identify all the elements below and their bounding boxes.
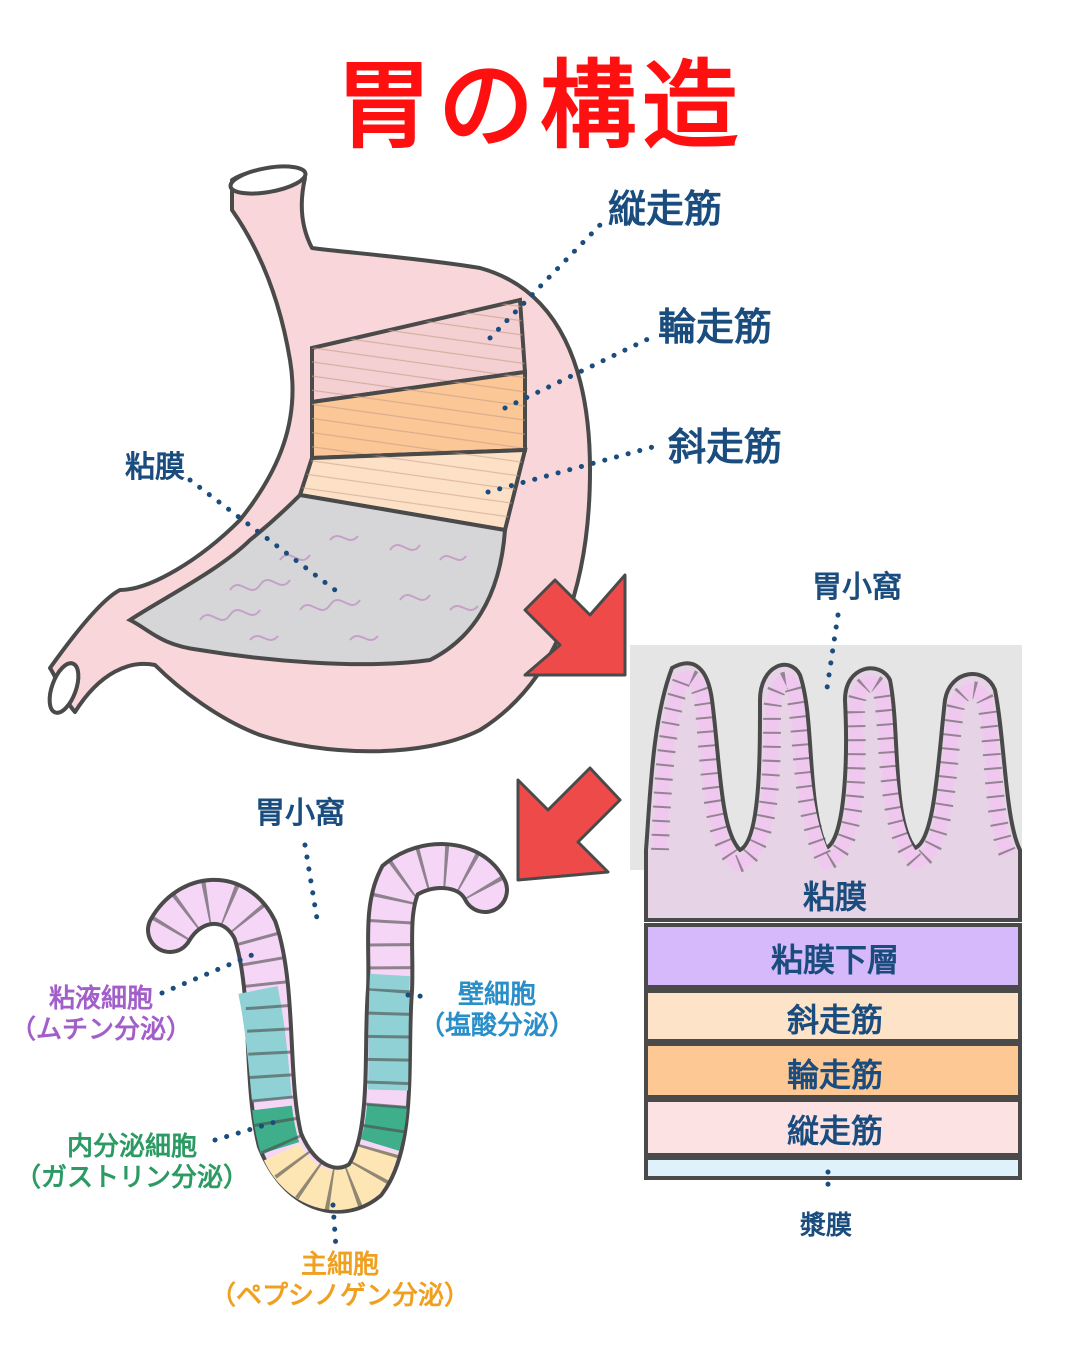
wall-cross-section [630, 612, 1022, 1198]
chief-cell-note: （ペプシノゲン分泌） [209, 1281, 470, 1312]
circular-muscle-layer [644, 1042, 1022, 1099]
endocrine-cell-name: 内分泌細胞 [66, 1132, 197, 1162]
arrow-to-pit-detail [516, 766, 622, 882]
parietal-cell-name: 壁細胞 [457, 980, 536, 1010]
duodenum-opening [47, 661, 81, 715]
mucous-cell-name: 粘液細胞 [48, 984, 153, 1014]
label-gastric-pit-detail: 胃小窩 [255, 796, 345, 831]
label-layer-submucosa: 粘膜下層 [770, 941, 899, 979]
serosa-layer [644, 1156, 1022, 1180]
mucosa-inner-area [126, 492, 508, 667]
chief-cell-name: 主細胞 [300, 1250, 379, 1280]
stomach-illustration [47, 164, 663, 754]
parietal-cell-segment [238, 986, 292, 1102]
label-gastric-pit-cross-section: 胃小窩 [812, 570, 902, 605]
label-parietal-cell: 壁細胞 （塩酸分泌） [412, 980, 582, 1042]
mucous-cell-note: （ムチン分泌） [9, 1015, 192, 1046]
endocrine-cell-segment [252, 1105, 300, 1154]
endocrine-cell-note: （ガストリン分泌） [14, 1163, 249, 1194]
label-layer-circular: 輪走筋 [786, 1056, 883, 1094]
label-layer-oblique: 斜走筋 [786, 1001, 883, 1039]
oblique-muscle-layer [644, 989, 1022, 1043]
label-layer-longitudinal: 縦走筋 [786, 1112, 883, 1150]
submucosa-layer [644, 923, 1022, 989]
label-serosa: 漿膜 [800, 1211, 853, 1241]
chief-cell-segment [263, 1142, 398, 1211]
parietal-cell-note: （塩酸分泌） [418, 1011, 575, 1042]
page-title: 胃の構造 [336, 50, 744, 162]
label-oblique-muscle: 斜走筋 [668, 425, 783, 469]
epithelium-lining [653, 671, 1015, 872]
longitudinal-muscle-layer [644, 1098, 1022, 1157]
label-longitudinal-muscle: 縦走筋 [608, 187, 723, 231]
gastric-pit-detail [146, 842, 509, 1251]
label-circular-muscle: 輪走筋 [658, 305, 773, 349]
label-endocrine-cell: 内分泌細胞 （ガストリン分泌） [2, 1132, 262, 1194]
label-layer-mucosa: 粘膜 [802, 878, 867, 916]
label-mucous-cell: 粘液細胞 （ムチン分泌） [6, 984, 196, 1046]
esophagus-opening [228, 164, 308, 196]
label-mucosa: 粘膜 [125, 450, 185, 485]
label-chief-cell: 主細胞 （ペプシノゲン分泌） [195, 1250, 485, 1312]
arrow-to-cross-section [523, 573, 627, 677]
